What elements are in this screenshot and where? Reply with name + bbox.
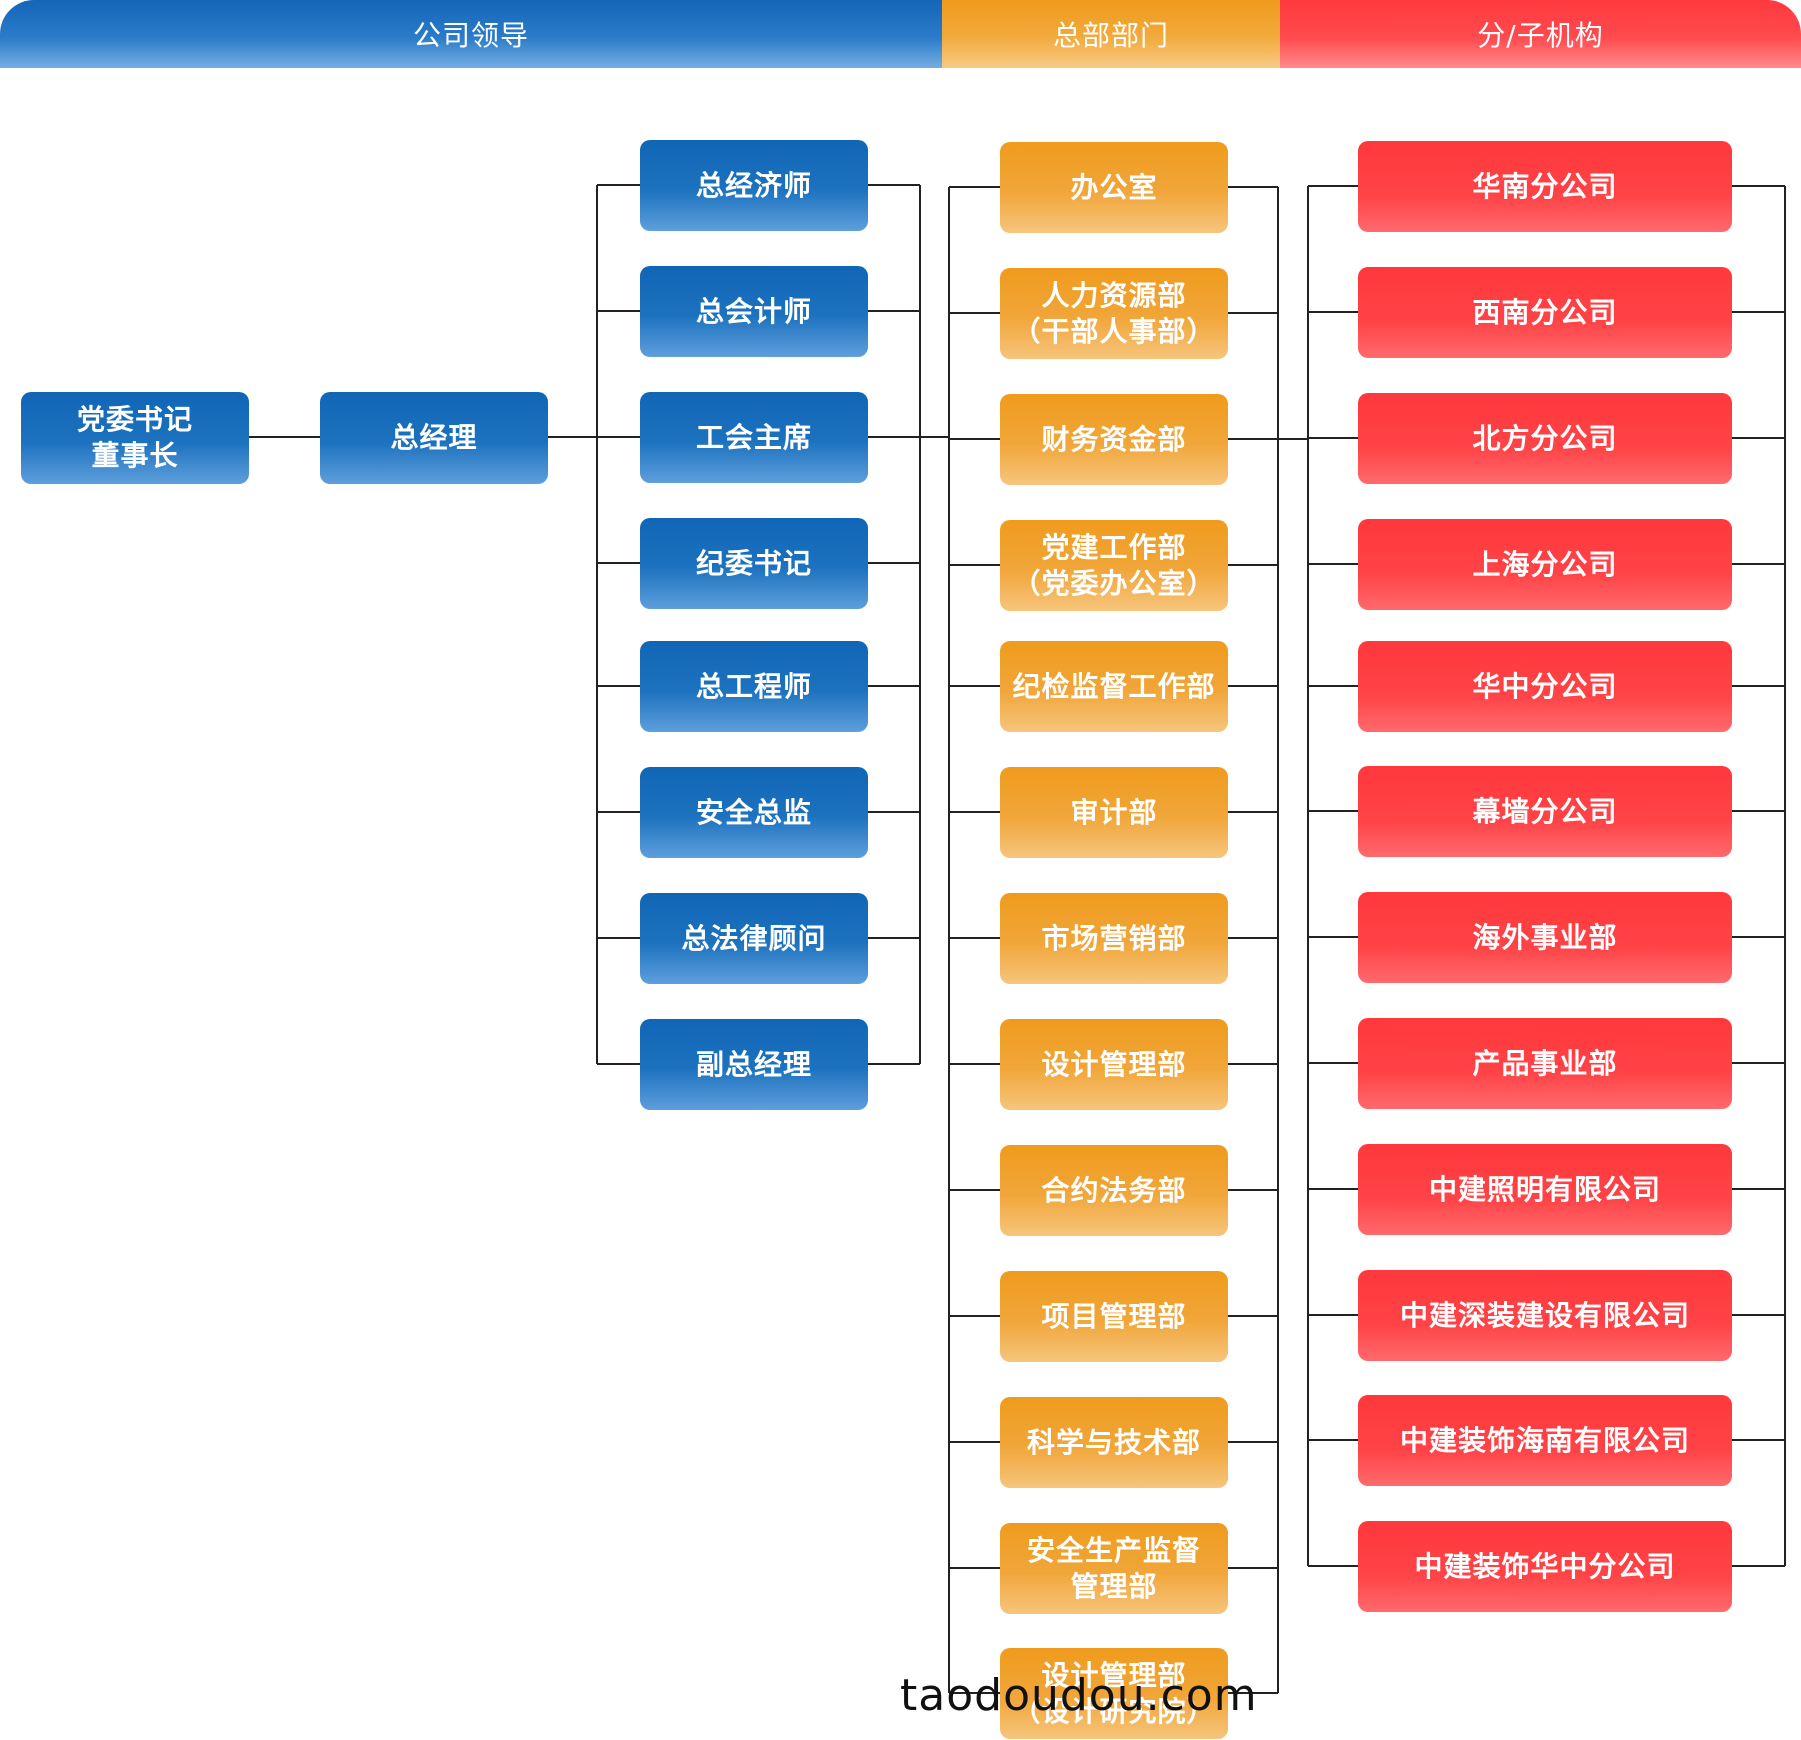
node-leader: 总经济师 [640, 140, 868, 231]
node-department: 办公室 [1000, 142, 1228, 233]
node-department: 市场营销部 [1000, 893, 1228, 984]
node-department: 安全生产监督 管理部 [1000, 1523, 1228, 1614]
node-department: 审计部 [1000, 767, 1228, 858]
node-leader: 工会主席 [640, 392, 868, 483]
node-leader: 安全总监 [640, 767, 868, 858]
node-leader: 总工程师 [640, 641, 868, 732]
node-branch: 上海分公司 [1358, 519, 1732, 610]
node-department: 合约法务部 [1000, 1145, 1228, 1236]
node-branch: 幕墙分公司 [1358, 766, 1732, 857]
header-branches: 分/子机构 [1280, 0, 1801, 68]
node-branch: 产品事业部 [1358, 1018, 1732, 1109]
node-chairman: 党委书记 董事长 [21, 392, 249, 484]
node-branch: 华南分公司 [1358, 141, 1732, 232]
node-general-manager: 总经理 [320, 392, 548, 484]
node-branch: 华中分公司 [1358, 641, 1732, 732]
node-branch: 海外事业部 [1358, 892, 1732, 983]
node-department: 人力资源部 （干部人事部） [1000, 268, 1228, 359]
node-department: 设计管理部 [1000, 1019, 1228, 1110]
node-department: 财务资金部 [1000, 394, 1228, 485]
node-branch: 西南分公司 [1358, 267, 1732, 358]
node-branch: 中建深装建设有限公司 [1358, 1270, 1732, 1361]
node-branch: 中建照明有限公司 [1358, 1144, 1732, 1235]
node-branch: 中建装饰华中分公司 [1358, 1521, 1732, 1612]
node-department: 项目管理部 [1000, 1271, 1228, 1362]
header-leadership: 公司领导 [0, 0, 942, 68]
node-branch: 北方分公司 [1358, 393, 1732, 484]
node-department: 党建工作部 （党委办公室） [1000, 520, 1228, 611]
header-hq-departments: 总部部门 [942, 0, 1280, 68]
node-leader: 总法律顾问 [640, 893, 868, 984]
node-leader: 总会计师 [640, 266, 868, 357]
node-leader: 纪委书记 [640, 518, 868, 609]
watermark-text: taodoudou.com [900, 1670, 1258, 1721]
node-department: 科学与技术部 [1000, 1397, 1228, 1488]
node-branch: 中建装饰海南有限公司 [1358, 1395, 1732, 1486]
node-department: 设计管理部 （设计研究院） [1000, 1648, 1228, 1739]
node-leader: 副总经理 [640, 1019, 868, 1110]
node-department: 纪检监督工作部 [1000, 641, 1228, 732]
